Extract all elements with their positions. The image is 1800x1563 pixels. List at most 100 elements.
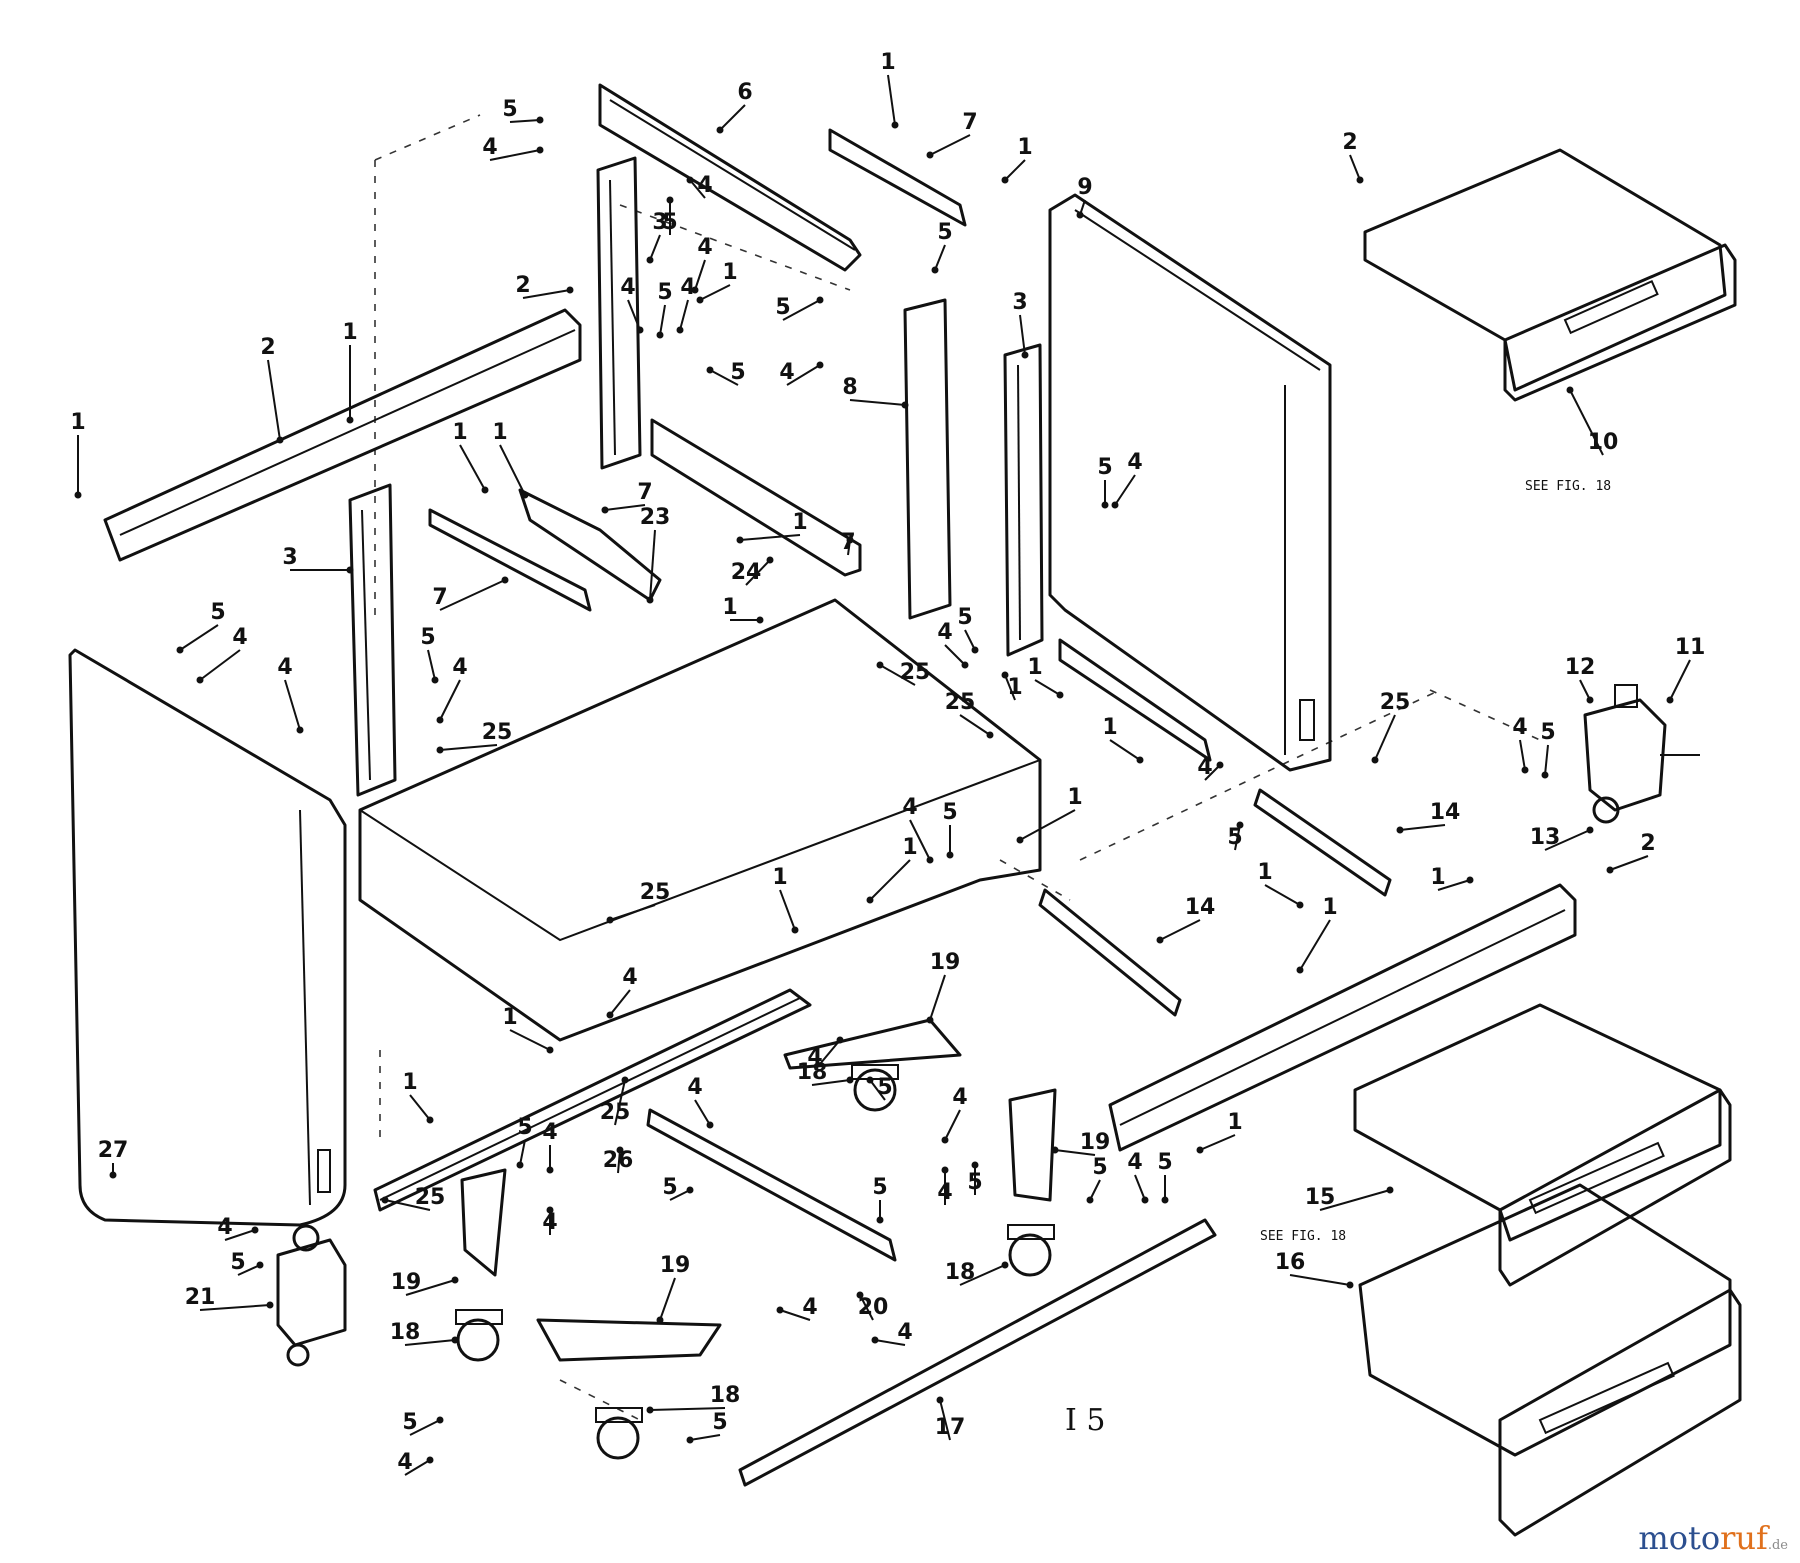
callout-point [686, 1436, 694, 1444]
callout-label: 4 [807, 1045, 822, 1070]
callout-label: 4 [802, 1295, 817, 1320]
callout-label: 3 [652, 210, 667, 235]
watermark-logo: motoruf.de [1638, 1519, 1788, 1557]
callout-label: 1 [1017, 135, 1032, 160]
callout-leader [1399, 824, 1446, 831]
callout-point [716, 126, 724, 134]
part-drawer-16 [1358, 1183, 1742, 1537]
callout-point [666, 196, 674, 204]
callout-point [816, 361, 824, 369]
callout-leader [509, 1029, 551, 1051]
callout-point [546, 1046, 554, 1054]
callout-label: 5 [657, 280, 672, 305]
part-guide-rail-14 [1038, 788, 1392, 1017]
callout-leader [929, 974, 946, 1021]
callout-label: 18 [390, 1320, 421, 1345]
callout-label: 5 [1540, 720, 1555, 745]
sheet-label: I 5 [1065, 1403, 1105, 1438]
callout-label: 5 [937, 220, 952, 245]
callout-point [1521, 766, 1529, 774]
callout-leader [509, 119, 541, 123]
callout-point [961, 661, 969, 669]
callout-label: 25 [415, 1185, 446, 1210]
callout-label: 1 [70, 410, 85, 435]
callout-label: 25 [600, 1100, 631, 1125]
callout-point [931, 266, 939, 274]
callout-leader [1199, 1134, 1236, 1151]
callout-point [706, 1121, 714, 1129]
callout-leader [499, 444, 526, 496]
callout-leader [1349, 154, 1361, 181]
part-bracket-7 [428, 128, 1212, 762]
callout-point [866, 1076, 874, 1084]
callout-leader [1319, 1189, 1391, 1211]
callout-label: 4 [779, 360, 794, 385]
callout-point [686, 1186, 694, 1194]
callout-point [1001, 176, 1009, 184]
callout-leader [604, 504, 646, 511]
callout-label: 9 [1077, 175, 1092, 200]
part-upright-3-left [348, 483, 397, 797]
callout-label: 1 [1430, 865, 1445, 890]
callout-label: 2 [1342, 130, 1357, 155]
callout-label: 8 [842, 375, 857, 400]
callout-point [606, 916, 614, 924]
callout-leader [439, 679, 461, 721]
callout-leader [934, 244, 946, 271]
callout-point [381, 1196, 389, 1204]
callout-label: 1 [902, 835, 917, 860]
callout-leader [699, 284, 731, 301]
callout-leader [869, 1079, 886, 1101]
callout-label: 4 [397, 1450, 412, 1475]
callout-point [176, 646, 184, 654]
callout-leader [1519, 739, 1526, 771]
callout-point [516, 1161, 524, 1169]
callout-label: 4 [697, 235, 712, 260]
callout-point [1216, 761, 1224, 769]
callout-point [691, 286, 699, 294]
note-drawer-10: SEE FIG. 18 [1525, 479, 1611, 494]
callout-point [846, 536, 854, 544]
callout-label: 25 [945, 690, 976, 715]
callout-point [1001, 671, 1009, 679]
callout-label: 25 [900, 660, 931, 685]
callout-point [706, 366, 714, 374]
callout-label: 4 [232, 625, 247, 650]
callout-label: 1 [1322, 895, 1337, 920]
callout-label: 2 [515, 273, 530, 298]
callout-label: 5 [502, 97, 517, 122]
callout-point [891, 121, 899, 129]
callout-point [1101, 501, 1109, 509]
callout-leader [649, 1407, 726, 1411]
callout-label: 4 [937, 620, 952, 645]
callout-point [1371, 756, 1379, 764]
callout-leader [939, 1399, 951, 1441]
callout-leader [609, 904, 656, 921]
callout-label: 1 [722, 595, 737, 620]
callout-leader [811, 1079, 851, 1086]
callout-label: 5 [517, 1115, 532, 1140]
callout-leader [409, 1094, 431, 1121]
callout-point [536, 116, 544, 124]
callout-point [1056, 691, 1064, 699]
part-bottom-panel [358, 598, 1042, 1042]
callout-point [971, 1161, 979, 1169]
part-post-8 [903, 298, 952, 620]
callout-point [606, 1011, 614, 1019]
callout-point [1346, 1281, 1354, 1289]
callout-label: 24 [731, 560, 762, 585]
callout-point [656, 1316, 664, 1324]
callout-leader [849, 399, 906, 406]
callout-label: 4 [697, 173, 712, 198]
callout-point [901, 401, 909, 409]
callout-leader [689, 1434, 721, 1441]
callout-point [1141, 1196, 1149, 1204]
callout-point [521, 491, 529, 499]
callout-leader [786, 364, 821, 386]
callout-point [1586, 696, 1594, 704]
callout-label: 4 [897, 1320, 912, 1345]
callout-point [346, 566, 354, 574]
callout-leader [1579, 679, 1591, 701]
callout-label: 21 [185, 1285, 216, 1310]
